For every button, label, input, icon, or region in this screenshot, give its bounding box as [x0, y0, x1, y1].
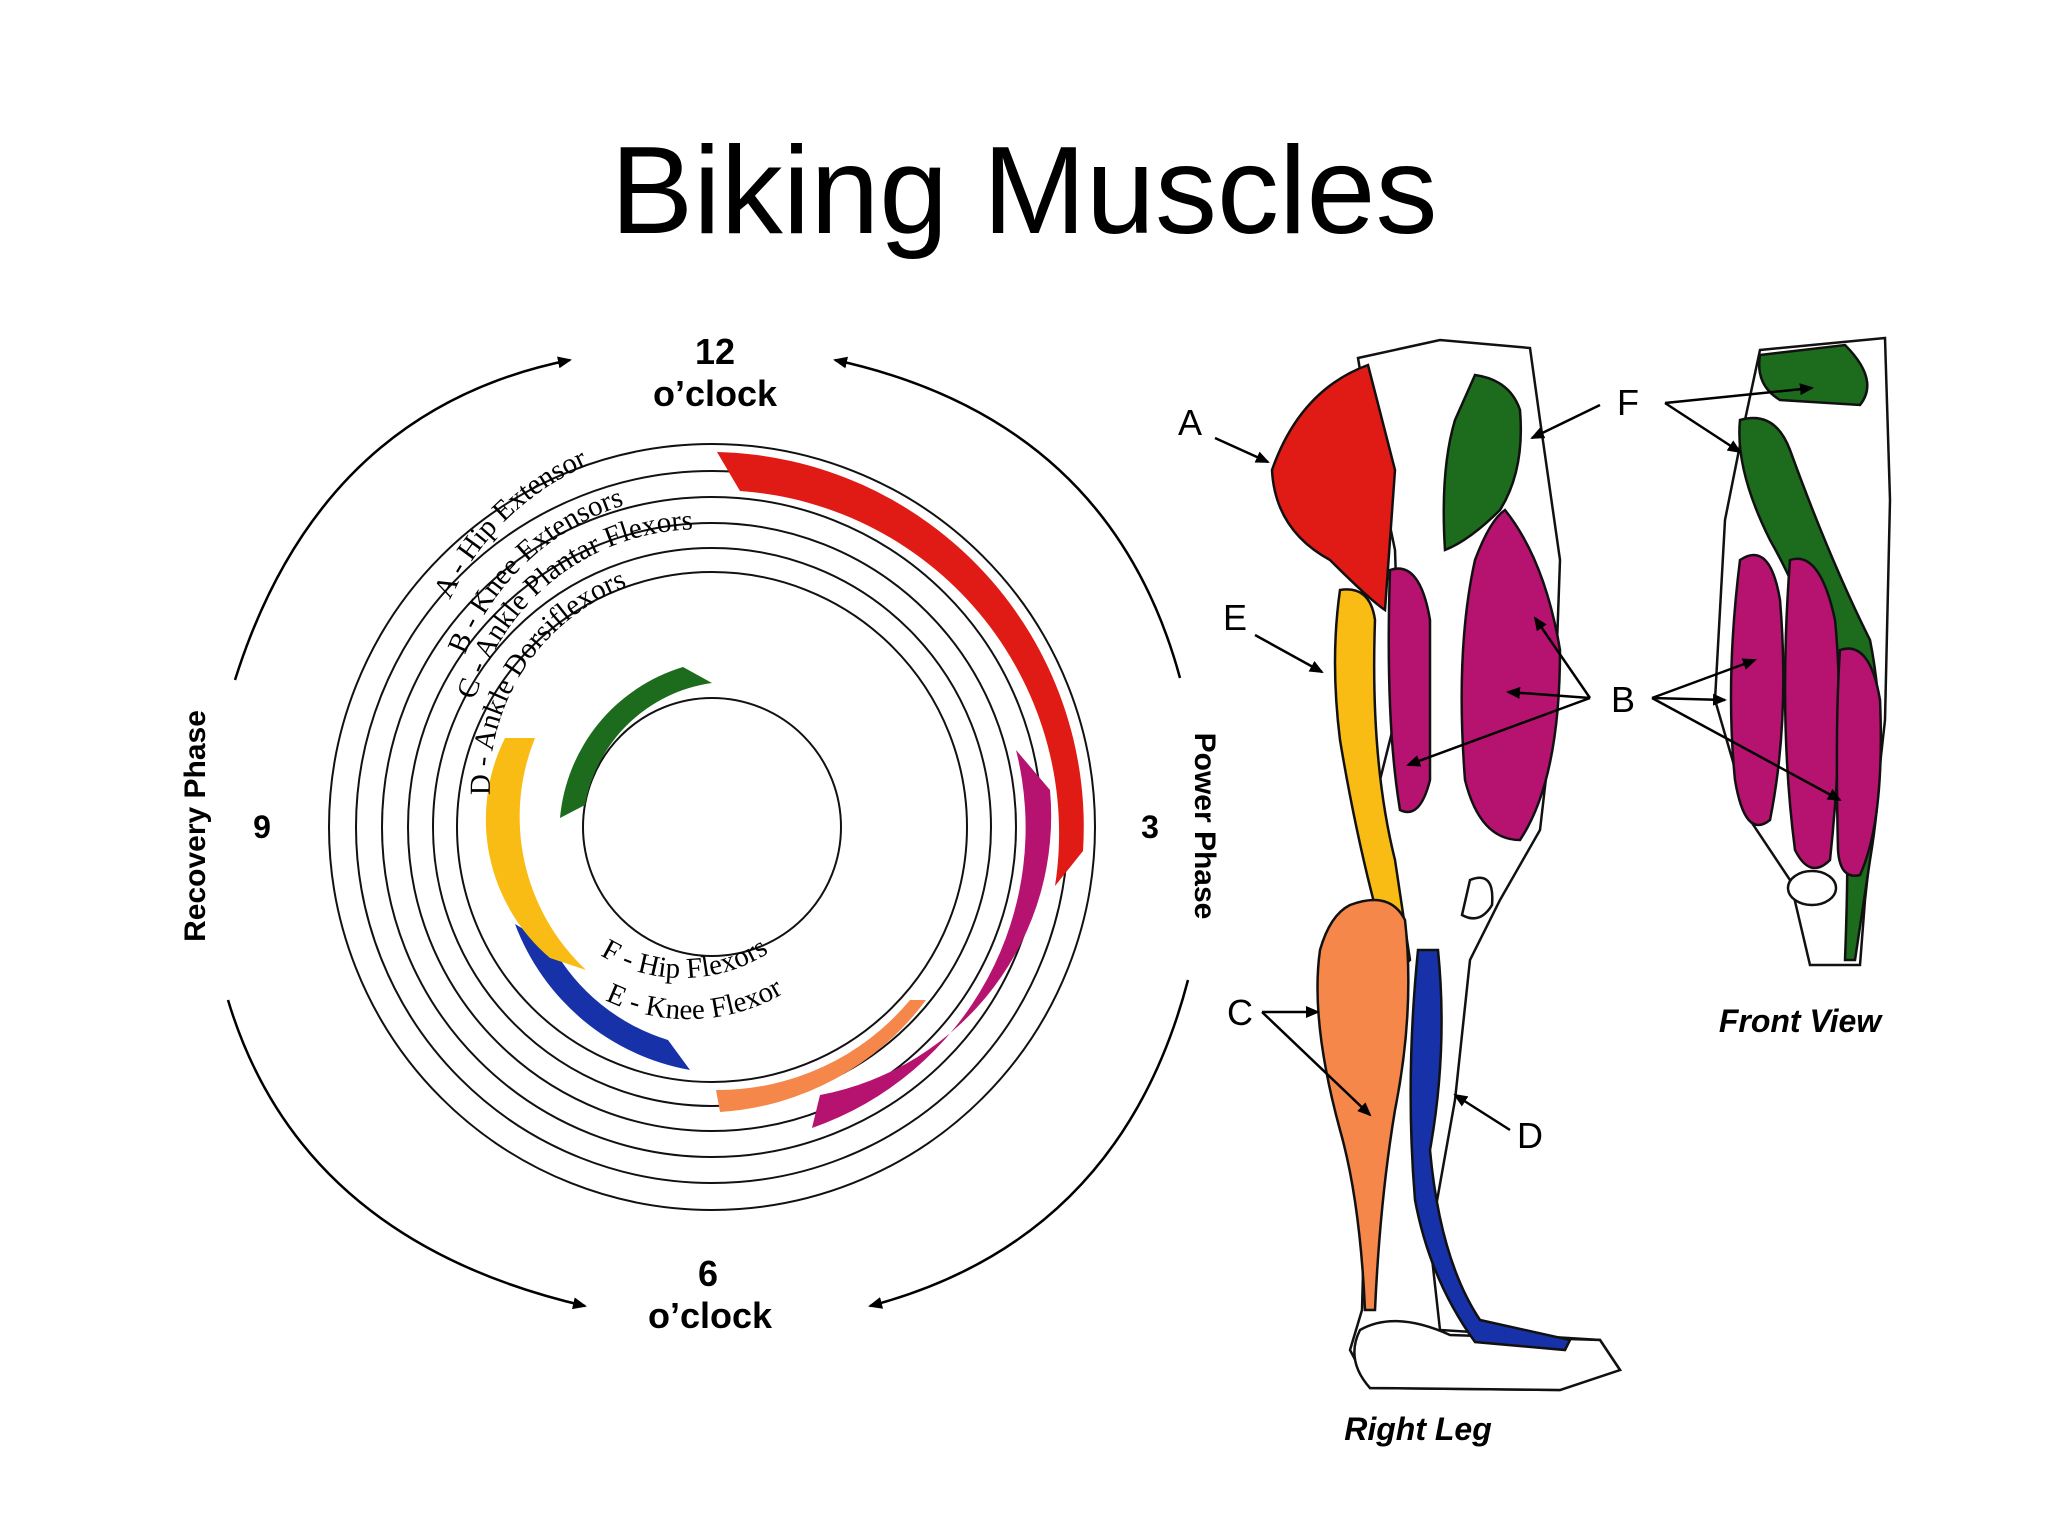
muscle-d-ankle-dorsiflexor: [1409, 948, 1572, 1352]
callout-a: A: [1178, 402, 1202, 443]
pedal-cycle-chart: 12 o’clock 6 o’clock 9 3 Recovery Phase …: [179, 331, 1221, 1336]
arrow-bottom-left: [226, 999, 587, 1310]
muscle-a-hip-extensor: [1270, 363, 1397, 613]
callout-line-b2: [1506, 686, 1591, 700]
muscle-b-knee-extensor-2: [1460, 508, 1562, 842]
callout-line-b6: [1651, 696, 1842, 802]
callout-line-b5: [1651, 693, 1727, 706]
ring-e: [456, 571, 968, 1083]
ring-d: [432, 547, 992, 1107]
clock-3-number: 3: [1141, 809, 1159, 845]
front-muscle-b-2: [1783, 557, 1841, 870]
slide-title: Biking Muscles: [610, 122, 1438, 260]
front-muscle-b-1: [1729, 553, 1785, 827]
ring-outer: [328, 443, 1096, 1211]
leg-front-view: [1713, 336, 1892, 967]
callout-line-a: [1214, 436, 1270, 464]
knee-cap: [1460, 876, 1494, 920]
clock-6-caption: o’clock: [648, 1295, 773, 1336]
caption-front-view: Front View: [1719, 1003, 1883, 1039]
callout-line-c2: [1261, 1011, 1372, 1117]
front-muscle-b-3: [1835, 647, 1883, 877]
power-phase-label: Power Phase: [1188, 733, 1221, 920]
front-muscle-f-upper: [1757, 343, 1869, 407]
arrow-bottom-right: [868, 979, 1190, 1309]
callout-line-b1: [1533, 616, 1592, 699]
arrow-top-left: [233, 356, 572, 681]
callout-letters: A B C D E F: [1178, 382, 1639, 1156]
callout-c: C: [1227, 992, 1253, 1033]
band-a-hip-extensor: [717, 452, 1084, 886]
foot: [1353, 1319, 1622, 1392]
callout-d: D: [1517, 1115, 1543, 1156]
ring-inner: [582, 697, 842, 957]
callout-line-f3: [1664, 401, 1742, 454]
callout-line-b4: [1651, 658, 1757, 700]
callout-line-e: [1254, 633, 1324, 674]
callout-e: E: [1223, 597, 1247, 638]
band-b-knee-extensors: [812, 750, 1052, 1128]
front-knee-cap: [1786, 869, 1838, 907]
muscle-f-hip-flexor: [1442, 373, 1523, 552]
leg-side-view: [1270, 338, 1622, 1392]
caption-right-leg: Right Leg: [1344, 1411, 1492, 1447]
clock-12-number: 12: [695, 331, 735, 372]
band-e-knee-flexor: [485, 738, 586, 970]
callout-line-b3: [1406, 696, 1591, 767]
clock-9-number: 9: [253, 809, 271, 845]
phase-arrows: [226, 356, 1190, 1310]
arrow-top-right: [833, 356, 1182, 679]
muscle-b-knee-extensor-1: [1387, 567, 1432, 814]
callout-line-f1: [1530, 403, 1601, 440]
clock-12-caption: o’clock: [653, 373, 778, 414]
clock-6-number: 6: [698, 1253, 718, 1294]
callout-f: F: [1617, 382, 1639, 423]
callout-line-d: [1453, 1093, 1511, 1132]
ring-c: [407, 522, 1017, 1132]
band-f-hip-flexors: [560, 667, 712, 818]
callout-b: B: [1611, 679, 1635, 720]
band-c-ankle-plantar-flexors: [716, 1000, 926, 1112]
recovery-phase-label: Recovery Phase: [179, 710, 212, 942]
callout-line-f2: [1664, 383, 1814, 405]
callout-arrows: [1214, 383, 1842, 1132]
ring-label-f: F - Hip Flexors: [597, 931, 773, 985]
